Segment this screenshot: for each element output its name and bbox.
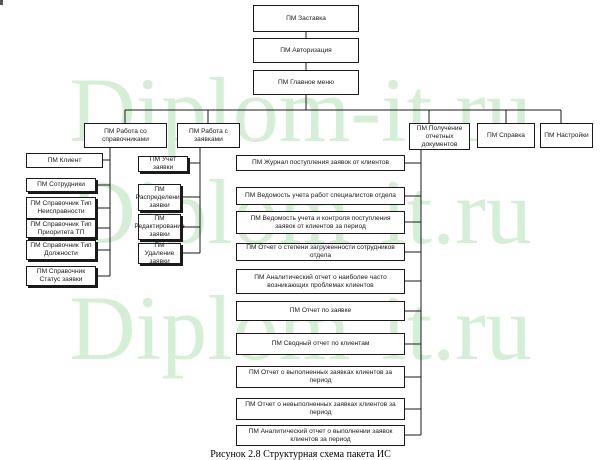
node-report-item: ПМ Ведомость учета работ специалистов от… bbox=[236, 187, 405, 205]
node-main-menu: ПМ Главное меню bbox=[253, 70, 359, 95]
node-dir-item: ПМ Справочник Тип Должности bbox=[26, 240, 96, 260]
node-report-item: ПМ Журнал поступления заявок от клиентов bbox=[236, 155, 405, 171]
node-report-item: ПМ Аналитический отчет о выполнении заяв… bbox=[236, 425, 405, 446]
node-settings: ПМ Настройки bbox=[540, 123, 593, 148]
node-report-item: ПМ Сводный отчет по клиентам bbox=[236, 333, 405, 355]
node-dir-item: ПМ Справочник Статус заявки bbox=[26, 266, 96, 286]
corner-mark bbox=[0, 0, 3, 5]
node-dir-item: ПМ Клиент bbox=[26, 153, 103, 168]
watermark-text: Diplom-it.ru bbox=[69, 277, 532, 379]
node-req-item: ПМ Удаление заявки bbox=[138, 242, 181, 265]
node-dir-item: ПМ Справочник Тип Приоритета ТП bbox=[26, 219, 96, 238]
node-report-item: ПМ Отчет о степени загруженности сотрудн… bbox=[236, 243, 405, 261]
node-report-item: ПМ Ведомость учета и контроля поступлени… bbox=[236, 211, 405, 234]
node-requests: ПМ Работа с заявками bbox=[177, 123, 240, 148]
node-report-item: ПМ Отчет о выполненных заявках клиентов … bbox=[236, 366, 405, 388]
node-report-item: ПМ Аналитический отчет о наиболее часто … bbox=[236, 269, 405, 294]
node-splash: ПМ Заставка bbox=[253, 5, 359, 32]
node-req-item: ПМ Учет заявки bbox=[138, 156, 188, 172]
node-dir-item: ПМ Сотрудники bbox=[26, 178, 96, 192]
node-report-item: ПМ Отчет о невыполненных заявках клиенто… bbox=[236, 398, 405, 420]
node-req-item: ПМ Распределение заявки bbox=[136, 184, 183, 211]
node-report-item: ПМ Отчет по заявке bbox=[236, 301, 405, 321]
node-help: ПМ Справка bbox=[477, 123, 535, 148]
node-req-item: ПМ Редактирование заявки bbox=[134, 214, 185, 240]
node-directories: ПМ Работа со справочниками bbox=[84, 123, 167, 148]
figure-caption: Рисунок 2.8 Структурная схема пакета ИС bbox=[210, 449, 391, 460]
node-dir-item: ПМ Справочник Тип Неисправности bbox=[26, 197, 96, 219]
node-authorization: ПМ Авторизация bbox=[253, 38, 359, 63]
node-reports: ПМ Получение отчетных документов bbox=[409, 123, 470, 150]
